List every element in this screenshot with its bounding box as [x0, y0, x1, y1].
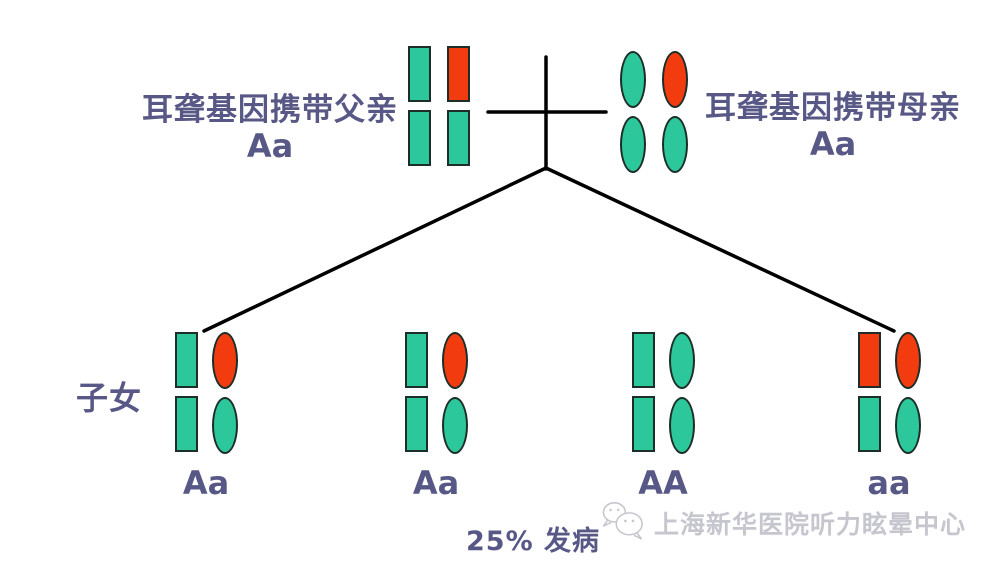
chromosome-rect-mutant-allele: [447, 46, 470, 102]
chromosome-ellipse-normal-allele: [668, 332, 695, 389]
chromosome-ellipse-normal-allele: [662, 116, 688, 173]
chromosome-column: [408, 46, 431, 166]
mother-label-block: 耳聋基因携带母亲 Aa: [702, 90, 964, 163]
chromosome-ellipse-mutant-allele: [662, 51, 688, 108]
father-label-block: 耳聋基因携带父亲 Aa: [128, 92, 412, 165]
chromosome-ellipse-normal-allele: [620, 116, 646, 173]
chromosome-rect-normal-allele: [174, 332, 198, 388]
chromosome-column: [211, 332, 238, 454]
chromosome-ellipse-normal-allele: [211, 397, 238, 454]
mother-label: 耳聋基因携带母亲: [705, 90, 961, 126]
chromosome-ellipse-normal-allele: [620, 51, 646, 108]
chromosome-rect-normal-allele: [404, 332, 428, 388]
chromosome-column: [894, 332, 921, 454]
child-1-chromosomes: [173, 332, 239, 454]
child-2-chromosomes: [403, 332, 469, 454]
father-chromosomes: [408, 46, 470, 166]
child-4-genotype: aa: [867, 464, 911, 502]
child-1-genotype: Aa: [182, 464, 230, 502]
chromosome-column: [857, 332, 881, 454]
child-group-4: aa: [856, 332, 922, 501]
watermark-text: 上海新华医院听力眩晕中心: [654, 510, 967, 539]
father-genotype: Aa: [246, 126, 294, 165]
child-2-genotype: Aa: [412, 464, 460, 502]
child-group-3: AA: [630, 332, 696, 501]
chromosome-rect-normal-allele: [447, 110, 470, 166]
chromosome-ellipse-normal-allele: [894, 397, 921, 454]
chromosome-column: [447, 46, 470, 166]
children-section-label: 子女: [76, 379, 143, 417]
chromosome-ellipse-normal-allele: [668, 397, 695, 454]
chromosome-ellipse-normal-allele: [441, 397, 468, 454]
chromosome-rect-normal-allele: [404, 396, 428, 452]
chromosome-column: [662, 51, 688, 173]
chromosome-column: [620, 51, 646, 173]
watermark: 上海新华医院听力眩晕中心: [599, 499, 966, 541]
left-descent-line: [202, 166, 548, 333]
child-3-genotype: AA: [638, 464, 688, 502]
chromosome-ellipse-mutant-allele: [211, 332, 238, 389]
mother-genotype: Aa: [809, 124, 857, 163]
chromosome-column: [441, 332, 468, 454]
chromosome-ellipse-mutant-allele: [894, 332, 921, 389]
child-group-1: Aa: [173, 332, 239, 501]
right-descent-line: [544, 166, 896, 333]
wechat-icon: [602, 502, 643, 540]
chromosome-column: [631, 332, 655, 454]
child-4-chromosomes: [856, 332, 922, 454]
chromosome-rect-normal-allele: [174, 396, 198, 452]
chromosome-rect-normal-allele: [408, 46, 431, 102]
father-label: 耳聋基因携带父亲: [142, 92, 398, 128]
chromosome-rect-normal-allele: [408, 110, 431, 166]
child-3-chromosomes: [630, 332, 696, 454]
chromosome-rect-normal-allele: [631, 396, 655, 452]
mother-chromosomes: [620, 51, 688, 173]
chromosome-rect-normal-allele: [857, 396, 881, 452]
chromosome-ellipse-mutant-allele: [441, 332, 468, 389]
chromosome-rect-normal-allele: [631, 332, 655, 388]
child-group-2: Aa: [403, 332, 469, 501]
chromosome-column: [174, 332, 198, 454]
result-text: 25% 发病: [466, 526, 601, 557]
chromosome-column: [668, 332, 695, 454]
chromosome-column: [404, 332, 428, 454]
chromosome-rect-mutant-allele: [857, 332, 881, 388]
